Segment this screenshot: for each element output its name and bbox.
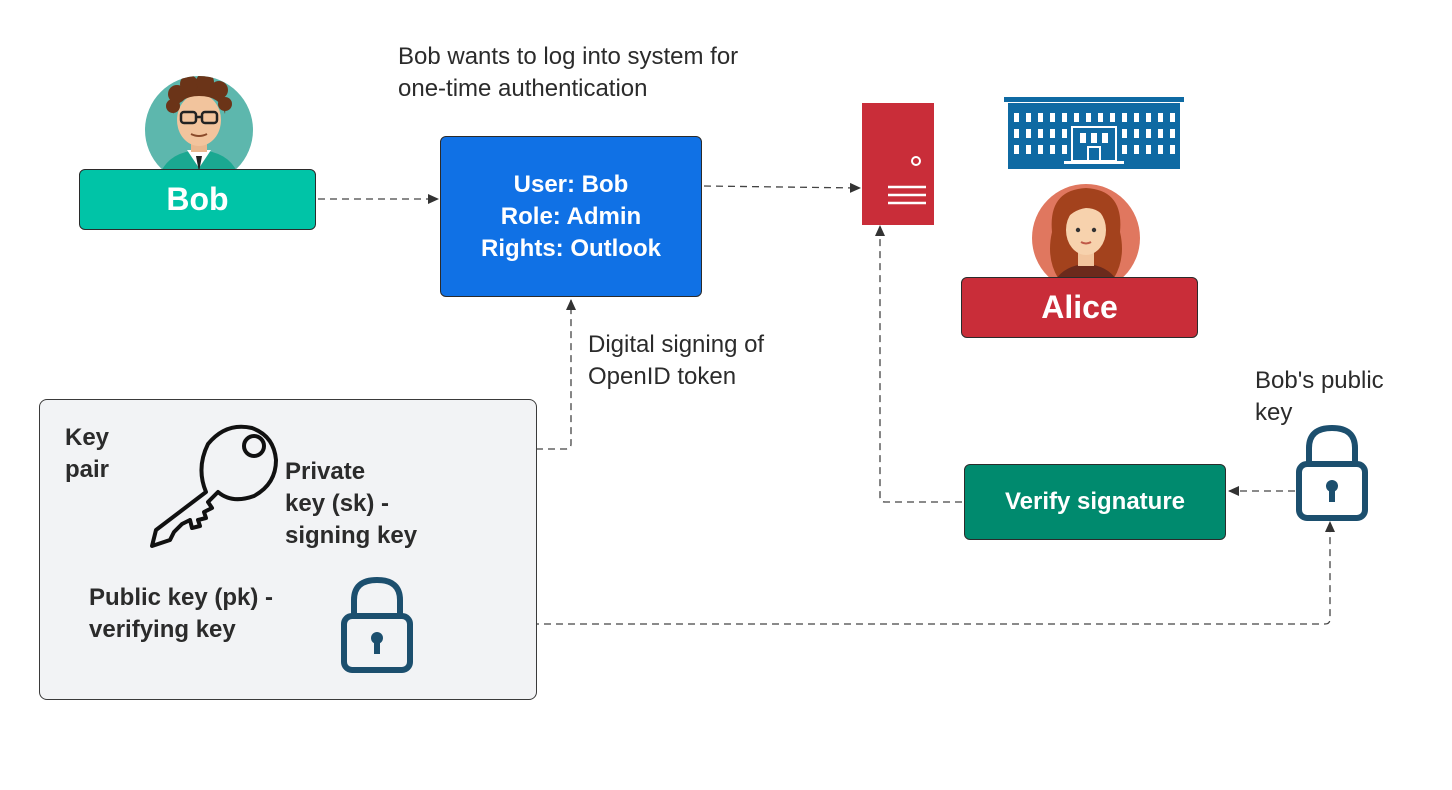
server-icon (862, 103, 934, 225)
private-key-label-line: key (sk) - (285, 490, 390, 517)
public-key-label-line: Public key (pk) - (89, 584, 274, 611)
login-caption-line: Bob wants to log into system for (398, 43, 739, 70)
building-icon (1004, 97, 1184, 169)
signing-caption: Digital signing of OpenID token (588, 329, 764, 393)
signing-caption-line: OpenID token (588, 363, 737, 390)
login-caption-line: one-time authentication (398, 75, 648, 102)
bobs-public-key-caption: Bob's public key (1255, 365, 1384, 429)
bobs-public-key-caption-line: key (1255, 399, 1293, 426)
arrow-lock-to-bobs-key (412, 521, 1335, 625)
arrow-key-to-token (272, 299, 576, 450)
bob-label: Bob (79, 169, 316, 230)
private-key-label-line: Private (285, 458, 366, 485)
openid-token-box: User: Bob Role: Admin Rights: Outlook (440, 136, 702, 297)
bobs-public-key-caption-line: Bob's public (1255, 367, 1384, 394)
key-pair-title-line: Key (65, 424, 110, 451)
alice-avatar-icon (1032, 184, 1140, 280)
alice-label: Alice (961, 277, 1198, 338)
signing-caption-line: Digital signing of (588, 331, 765, 358)
public-key-label-line: verifying key (89, 616, 236, 643)
private-key-label-line: signing key (285, 522, 418, 549)
lock-icon (1296, 424, 1368, 521)
verify-signature-box: Verify signature (964, 464, 1226, 540)
key-pair-title-line: pair (65, 456, 110, 483)
login-caption: Bob wants to log into system for one-tim… (398, 41, 738, 105)
arrow-token-to-server (703, 182, 861, 193)
key-pair-panel (39, 399, 537, 700)
token-rights: Rights: Outlook (481, 234, 661, 262)
key-pair-title: Key pair (65, 422, 109, 486)
arrow-verify-to-server (875, 225, 962, 503)
token-role: Role: Admin (500, 202, 642, 230)
public-key-label: Public key (pk) - verifying key (89, 582, 273, 646)
key-icon (150, 424, 278, 548)
lock-icon (341, 576, 413, 673)
private-key-label: Private key (sk) - signing key (285, 456, 417, 552)
bob-avatar-icon (145, 76, 253, 172)
token-user: User: Bob (513, 170, 629, 198)
